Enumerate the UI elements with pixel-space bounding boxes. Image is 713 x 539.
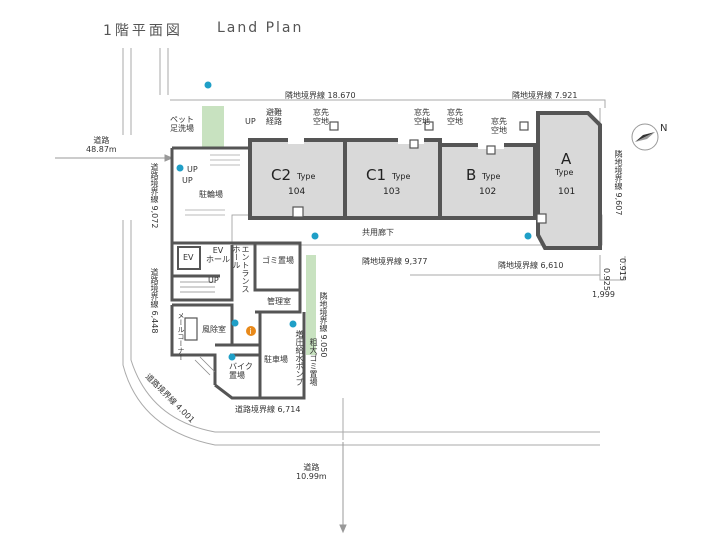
unit-102-code: B	[466, 166, 477, 184]
boundary-south-a: 隣地境界線 9,377	[362, 257, 428, 266]
boundary-west-road-a: 道路境界線 9,072	[150, 163, 159, 229]
green-strip-inner	[306, 255, 316, 355]
dot-pet	[176, 164, 184, 172]
boundary-north-a: 隣地境界線 18.670	[285, 91, 356, 100]
label-up1: UP	[245, 117, 256, 126]
label-windbreak: 風除室	[202, 325, 226, 334]
dim-0915: 0.915	[618, 258, 627, 281]
boundary-north-b: 隣地境界線 7.921	[512, 91, 578, 100]
unit-102-type: Type	[482, 172, 501, 181]
dot-corridor-east	[524, 232, 532, 240]
info-icon	[246, 326, 256, 336]
unit-104-number: 104	[288, 187, 306, 197]
unit-104-type: Type	[297, 172, 316, 181]
page-title: 1階平面図	[103, 23, 183, 39]
dot-windbreak	[231, 319, 239, 327]
road-west: 道路 48.87m	[86, 136, 117, 154]
page-subtitle: Land Plan	[217, 20, 304, 36]
dot-corridor	[311, 232, 319, 240]
dim-0925: 0.925	[602, 268, 611, 291]
compass-icon	[631, 123, 659, 151]
boundary-inner: 隣地境界線 9.050	[319, 292, 328, 358]
road-south: 道路 10.99m	[296, 463, 327, 481]
label-up3: UP	[182, 176, 193, 185]
label-corridor: 共用廊下	[362, 228, 394, 237]
unit-104-code: C2	[271, 166, 292, 184]
unit-101-number: 101	[558, 187, 576, 197]
compass-label: N	[660, 123, 668, 134]
dot-parking	[289, 320, 297, 328]
label-evacuation: 避難 経路	[266, 108, 282, 126]
unit-101-shape	[536, 111, 602, 250]
boundary-east: 隣地境界線 9,607	[614, 150, 623, 216]
label-ev-hall: EV ホール	[206, 246, 230, 264]
label-trash-bulk: 粗大ゴミ置場	[309, 338, 318, 386]
label-mail-corner: メールコーナー	[177, 312, 185, 361]
label-up4: UP	[208, 276, 219, 285]
label-bike-parking: 駐輪場	[199, 190, 223, 199]
dot-north	[204, 81, 212, 89]
boundary-west-road-b: 道路境界線 6,448	[150, 268, 159, 334]
ev-box	[177, 246, 201, 270]
label-entrance: エントランス ホール	[232, 245, 250, 293]
unit-101-code: A	[561, 150, 572, 168]
label-pet: ペット 足洗場	[170, 115, 194, 133]
mail-box	[184, 317, 198, 341]
unit-103-type: Type	[392, 172, 411, 181]
label-window4: 窓先 空地	[491, 117, 507, 135]
unit-103-code: C1	[366, 166, 387, 184]
label-window1: 窓先 空地	[313, 108, 329, 126]
label-window2: 窓先 空地	[414, 108, 430, 126]
boundary-road-south: 道路境界線 6,714	[235, 405, 301, 414]
unit-102-shape	[438, 143, 537, 220]
unit-101-type: Type	[555, 168, 574, 177]
label-up2: UP	[187, 165, 198, 174]
svg-text:i: i	[250, 327, 252, 336]
dot-motorbike	[228, 353, 236, 361]
label-window3: 窓先 空地	[447, 108, 463, 126]
label-management: 管理室	[267, 297, 291, 306]
label-motorbike: バイク 置場	[229, 362, 253, 380]
label-pump: 増圧給水ポンプ	[295, 330, 304, 386]
green-strip-north	[202, 106, 224, 148]
label-ev: EV	[183, 253, 194, 262]
label-parking: 駐車場	[264, 355, 288, 364]
label-garbage: ゴミ置場	[262, 256, 294, 265]
unit-102-number: 102	[479, 187, 497, 197]
unit-103-number: 103	[383, 187, 401, 197]
dim-1999: 1,999	[592, 290, 615, 299]
boundary-south-b: 隣地境界線 6,610	[498, 261, 564, 270]
